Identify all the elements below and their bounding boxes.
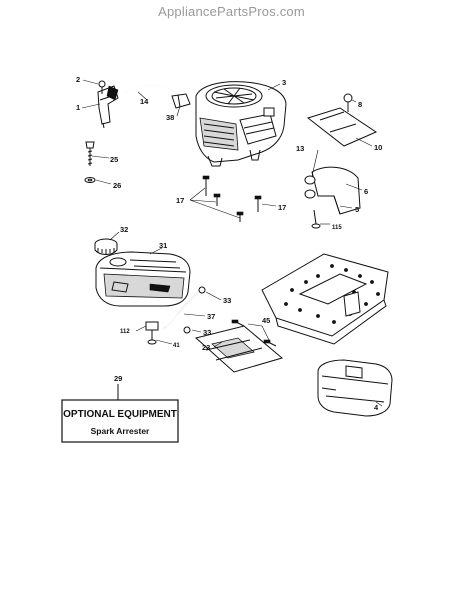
optional-equipment-subtitle: Spark Arrester [91,426,150,436]
callout-38: 38 [166,113,174,122]
callout-33a: 33 [223,296,231,305]
muffler-bracket-part [304,166,361,229]
callout-8: 8 [358,100,362,109]
fuel-hose-part [163,286,206,334]
callout-115: 115 [332,225,342,231]
callout-26: 26 [113,181,121,190]
heat-shield-part [306,93,378,147]
callout-5: 5 [355,205,359,214]
leader-lines [81,79,383,407]
callout-37: 37 [207,312,215,321]
optional-equipment-title: OPTIONAL EQUIPMENT [63,409,177,420]
callout-labels: 1 2 3 4 5 6 8 10 13 14 17 17 23 25 26 29… [76,75,382,412]
callout-33b: 33 [203,328,211,337]
fuel-tank-part [94,238,191,307]
callout-17b: 17 [278,203,286,212]
optional-equipment-box: OPTIONAL EQUIPMENT Spark Arrester [61,384,179,443]
callout-3: 3 [282,78,286,87]
callout-2: 2 [76,75,80,84]
callout-17a: 17 [176,196,184,205]
callout-10: 10 [374,143,382,152]
muffler-part [317,359,393,417]
engine-part [195,81,287,167]
callout-41: 41 [173,343,180,349]
callout-1: 1 [76,103,80,112]
callout-31: 31 [159,241,167,250]
chassis-frame-part [261,253,389,345]
callout-32: 32 [120,225,128,234]
callout-4: 4 [374,403,379,412]
fitting-part [171,93,191,109]
callout-13: 13 [296,144,304,153]
callout-29: 29 [114,374,122,383]
callout-23: 23 [202,343,210,352]
callout-25: 25 [110,155,118,164]
mounting-plate-part [194,319,284,373]
tank-fitting-part [145,321,159,345]
callout-45: 45 [262,316,270,325]
callout-6: 6 [364,187,368,196]
throttle-bracket-part [97,80,119,129]
watermark: AppliancePartsPros.com [158,4,305,19]
callout-14: 14 [140,97,149,106]
bolt-washer-part [84,141,96,183]
callout-112: 112 [120,329,130,335]
